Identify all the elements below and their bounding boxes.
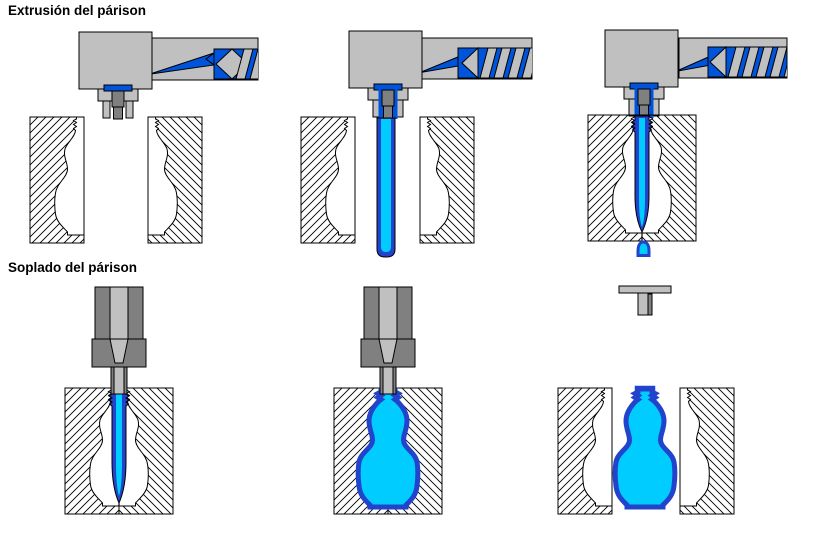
extruder-head <box>348 30 533 119</box>
extrusion-stage-3 <box>587 29 788 257</box>
blowing-stage-3 <box>557 285 735 515</box>
blown-bottle <box>355 387 421 510</box>
mold-half-right <box>118 387 174 515</box>
extruder-screw <box>205 48 258 80</box>
mold-half-left <box>587 114 643 242</box>
mold-half-right <box>147 116 203 244</box>
blow-pin <box>91 286 147 395</box>
die-mandrel <box>381 89 395 119</box>
blowing-stage-2 <box>333 286 443 515</box>
blow-pin <box>360 286 416 395</box>
mold-half-right <box>679 387 735 515</box>
finished-bottle <box>612 386 678 510</box>
section-title-extrusion: Extrusión del párison <box>8 3 147 18</box>
section-title-blowing: Soplado del párison <box>8 260 138 275</box>
extruder-screw <box>457 46 532 79</box>
blowing-stage-1 <box>64 286 174 515</box>
extruder-head <box>604 29 788 118</box>
die-mandrel <box>111 90 125 120</box>
mold-half-left <box>64 387 120 515</box>
parison-tube <box>376 117 396 258</box>
parison-in-mold <box>108 389 130 506</box>
mold-half-left <box>557 387 613 515</box>
mold-half-right <box>419 116 475 244</box>
extruder-head <box>78 31 259 120</box>
pinched-tail-drop <box>636 240 651 257</box>
extrusion-stage-2 <box>300 30 533 258</box>
cut-blow-pin <box>618 285 672 316</box>
parison-in-mold <box>631 115 653 240</box>
mold-half-left <box>300 116 356 244</box>
mold-half-left <box>29 116 85 244</box>
extrusion-stage-1 <box>29 31 259 244</box>
die-mandrel <box>637 88 651 118</box>
extruder-screw <box>707 45 787 78</box>
mold-half-right <box>641 114 697 242</box>
